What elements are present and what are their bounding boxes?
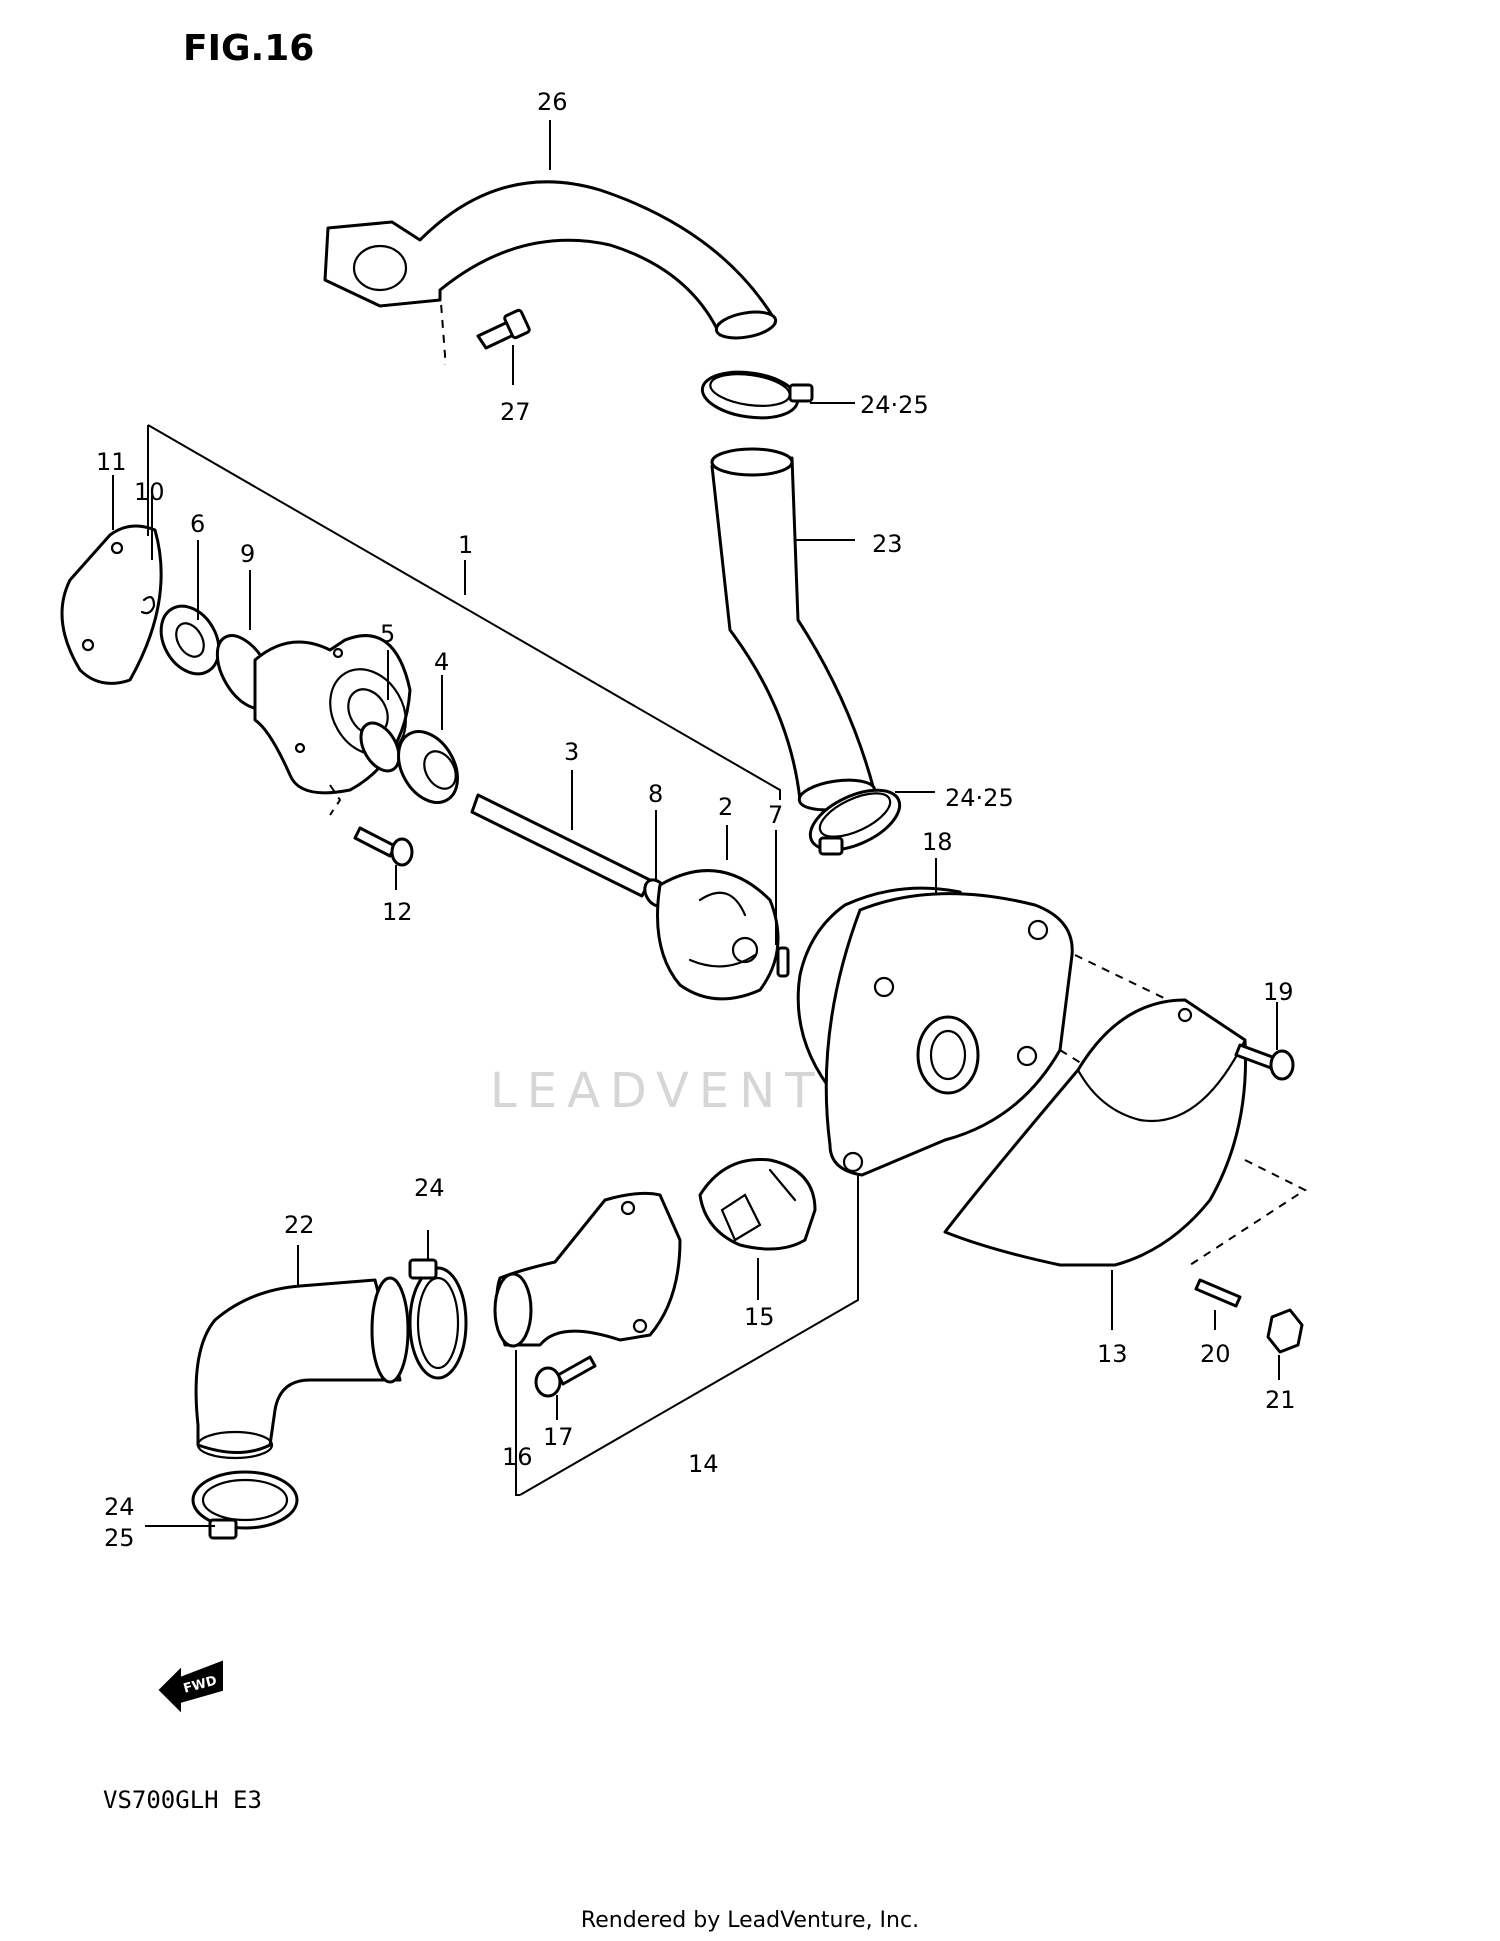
part-2-impeller xyxy=(656,869,780,1001)
callout-18: 18 xyxy=(922,828,953,856)
figure-title: FIG.16 xyxy=(183,28,314,69)
hose-clamp-upper xyxy=(700,370,814,420)
callout-16: 16 xyxy=(502,1443,533,1471)
fwd-arrow: FWD xyxy=(158,1660,223,1713)
callout-20: 20 xyxy=(1200,1340,1231,1368)
callout-23: 23 xyxy=(872,530,903,558)
hose-clamp-lower-right xyxy=(408,1258,468,1380)
part-15-thermostat xyxy=(698,1157,817,1251)
callout-24-25-middle: 24·25 xyxy=(945,784,1014,812)
part-20-stud xyxy=(1194,1278,1242,1308)
callout-4: 4 xyxy=(434,648,449,676)
part-5-seal xyxy=(359,721,401,773)
thermostat-housing xyxy=(493,1191,682,1348)
part-21-nut xyxy=(1266,1308,1304,1354)
part-6-bearing xyxy=(159,604,221,676)
callout-21: 21 xyxy=(1265,1386,1296,1414)
callout-6: 6 xyxy=(190,510,205,538)
leader-lines xyxy=(112,120,1280,1527)
part-27-bolt xyxy=(476,308,531,350)
part-7-pin xyxy=(776,946,790,978)
callout-12: 12 xyxy=(382,898,413,926)
bracket-part-14 xyxy=(515,1175,859,1496)
callout-27: 27 xyxy=(500,398,531,426)
part-19-bolt xyxy=(1234,1043,1295,1081)
callout-5: 5 xyxy=(380,620,395,648)
callout-8: 8 xyxy=(648,780,663,808)
callout-2: 2 xyxy=(718,793,733,821)
callout-19: 19 xyxy=(1263,978,1294,1006)
callout-24-25-upper: 24·25 xyxy=(860,391,929,419)
callout-22: 22 xyxy=(284,1211,315,1239)
callouts: 26 27 24·25 23 24·25 1 11 10 6 9 5 4 3 8… xyxy=(96,88,1296,1552)
part-22-elbow-hose xyxy=(194,1276,410,1460)
part-17-bolt xyxy=(534,1355,597,1398)
model-label: VS700GLH E3 xyxy=(103,1786,262,1814)
callout-7: 7 xyxy=(768,801,783,829)
callout-14: 14 xyxy=(688,1450,719,1478)
pump-cover xyxy=(824,892,1231,1177)
callout-11: 11 xyxy=(96,448,127,476)
callout-24-mid: 24 xyxy=(414,1174,445,1202)
part-23-hose xyxy=(710,447,877,812)
part-3-shaft xyxy=(470,793,652,898)
callout-25-low: 25 xyxy=(104,1524,135,1552)
bracket-part-1 xyxy=(147,424,781,800)
hose-clamp-lower-left xyxy=(191,1470,299,1540)
callout-13: 13 xyxy=(1097,1340,1128,1368)
callout-26: 26 xyxy=(537,88,568,116)
cover-bracket-lines xyxy=(1189,1159,1308,1266)
part-11-plate xyxy=(60,524,163,685)
callout-9: 9 xyxy=(240,540,255,568)
callout-17: 17 xyxy=(543,1423,574,1451)
callout-3: 3 xyxy=(564,738,579,766)
part-26-outlet-pipe xyxy=(323,180,778,365)
hose-clamp-middle xyxy=(808,788,902,856)
pump-body xyxy=(253,634,412,816)
callout-24-low: 24 xyxy=(104,1493,135,1521)
part-4-mechanical-seal xyxy=(397,730,459,804)
part-10-circlip xyxy=(140,596,156,615)
callout-1: 1 xyxy=(458,531,473,559)
callout-10: 10 xyxy=(134,478,165,506)
callout-15: 15 xyxy=(744,1303,775,1331)
part-12-bolt xyxy=(353,826,414,867)
part-13-cover xyxy=(943,998,1248,1267)
footer-credit: Rendered by LeadVenture, Inc. xyxy=(580,1908,920,1933)
